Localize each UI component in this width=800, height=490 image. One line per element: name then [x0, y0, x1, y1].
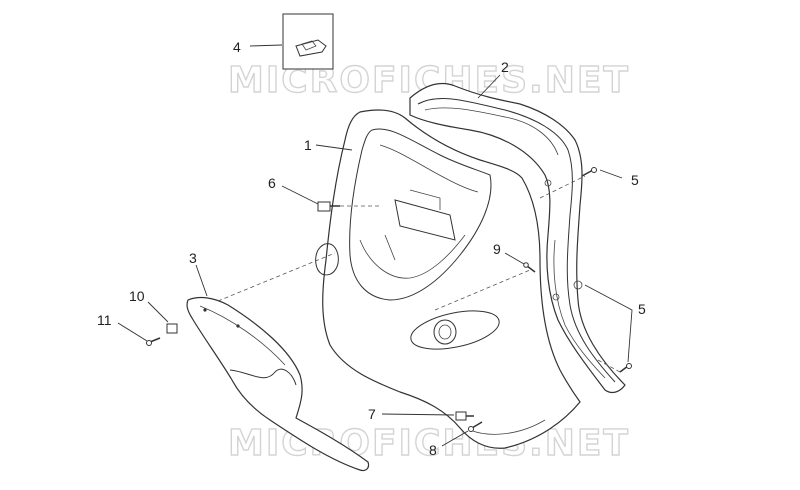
- fastener-11-screw: [146, 337, 161, 346]
- assembly-line-3: [217, 252, 336, 302]
- assembly-line-9: [434, 269, 531, 311]
- callout-2: 2: [501, 59, 509, 75]
- part-4-clip: [282, 13, 334, 70]
- leader-2: [477, 74, 501, 99]
- leader-3: [195, 264, 208, 297]
- callout-5-upper: 5: [631, 172, 639, 188]
- leader-6: [281, 185, 319, 205]
- fastener-8-screw: [468, 421, 483, 432]
- fastener-10-nut: [166, 323, 178, 334]
- leader-9: [504, 252, 525, 265]
- fastener-6-screw: [317, 201, 340, 212]
- fastener-7-screw: [455, 411, 474, 421]
- callout-7: 7: [368, 406, 376, 422]
- leader-7: [381, 413, 455, 416]
- callout-3: 3: [189, 250, 197, 266]
- callout-6: 6: [268, 175, 276, 191]
- callout-11: 11: [97, 312, 112, 328]
- leader-1: [315, 144, 353, 151]
- callout-9: 9: [493, 241, 501, 257]
- callout-8: 8: [429, 442, 437, 458]
- callout-1: 1: [304, 137, 312, 153]
- callout-5-lower: 5: [638, 301, 646, 317]
- callout-10: 10: [129, 288, 145, 304]
- fastener-5-screw-upper: [581, 167, 597, 177]
- leader-5a: [599, 169, 623, 179]
- leader-8: [441, 430, 469, 447]
- fastener-9-screw: [523, 262, 536, 273]
- part-3-side-panel: [186, 296, 370, 472]
- callout-4: 4: [233, 39, 241, 55]
- leader-11: [117, 322, 148, 342]
- fastener-5-screw-lower: [619, 363, 632, 373]
- part-2-inner-frame: [409, 82, 626, 394]
- assembly-line-5a: [539, 175, 586, 199]
- part-1-front-shield: [315, 109, 581, 449]
- leader-5b: [584, 284, 633, 363]
- leader-4: [249, 44, 283, 47]
- leader-10: [147, 301, 169, 323]
